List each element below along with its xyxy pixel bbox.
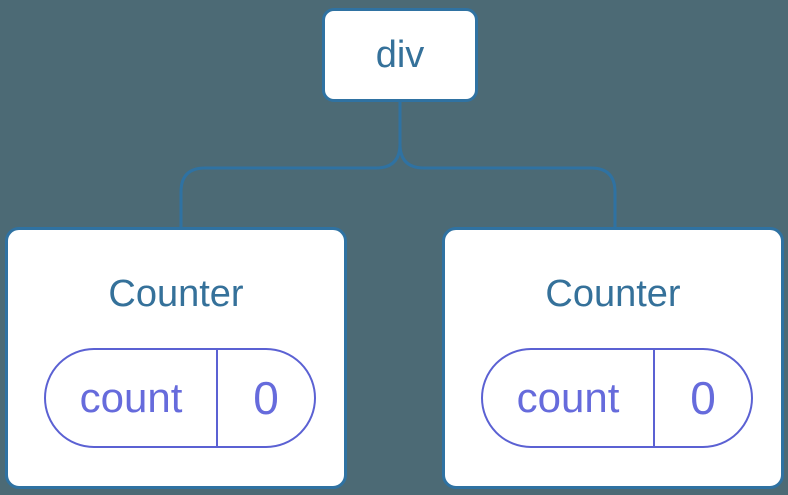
counter-card-2-title: Counter bbox=[545, 273, 681, 315]
connector-left-branch bbox=[179, 102, 402, 228]
state-name: count bbox=[46, 350, 218, 446]
state-name: count bbox=[483, 350, 655, 446]
counter-card-1: Counter count 0 bbox=[5, 227, 347, 489]
counter-card-2: Counter count 0 bbox=[442, 227, 784, 489]
counter-card-1-title: Counter bbox=[108, 273, 244, 315]
root-node-label: div bbox=[375, 34, 425, 76]
connector-right-branch bbox=[398, 102, 617, 228]
state-value: 0 bbox=[253, 372, 279, 424]
state-value: 0 bbox=[690, 372, 716, 424]
counter-card-1-state-pill: count 0 bbox=[44, 348, 316, 448]
root-node: div bbox=[322, 8, 478, 102]
counter-card-2-state-pill: count 0 bbox=[481, 348, 753, 448]
